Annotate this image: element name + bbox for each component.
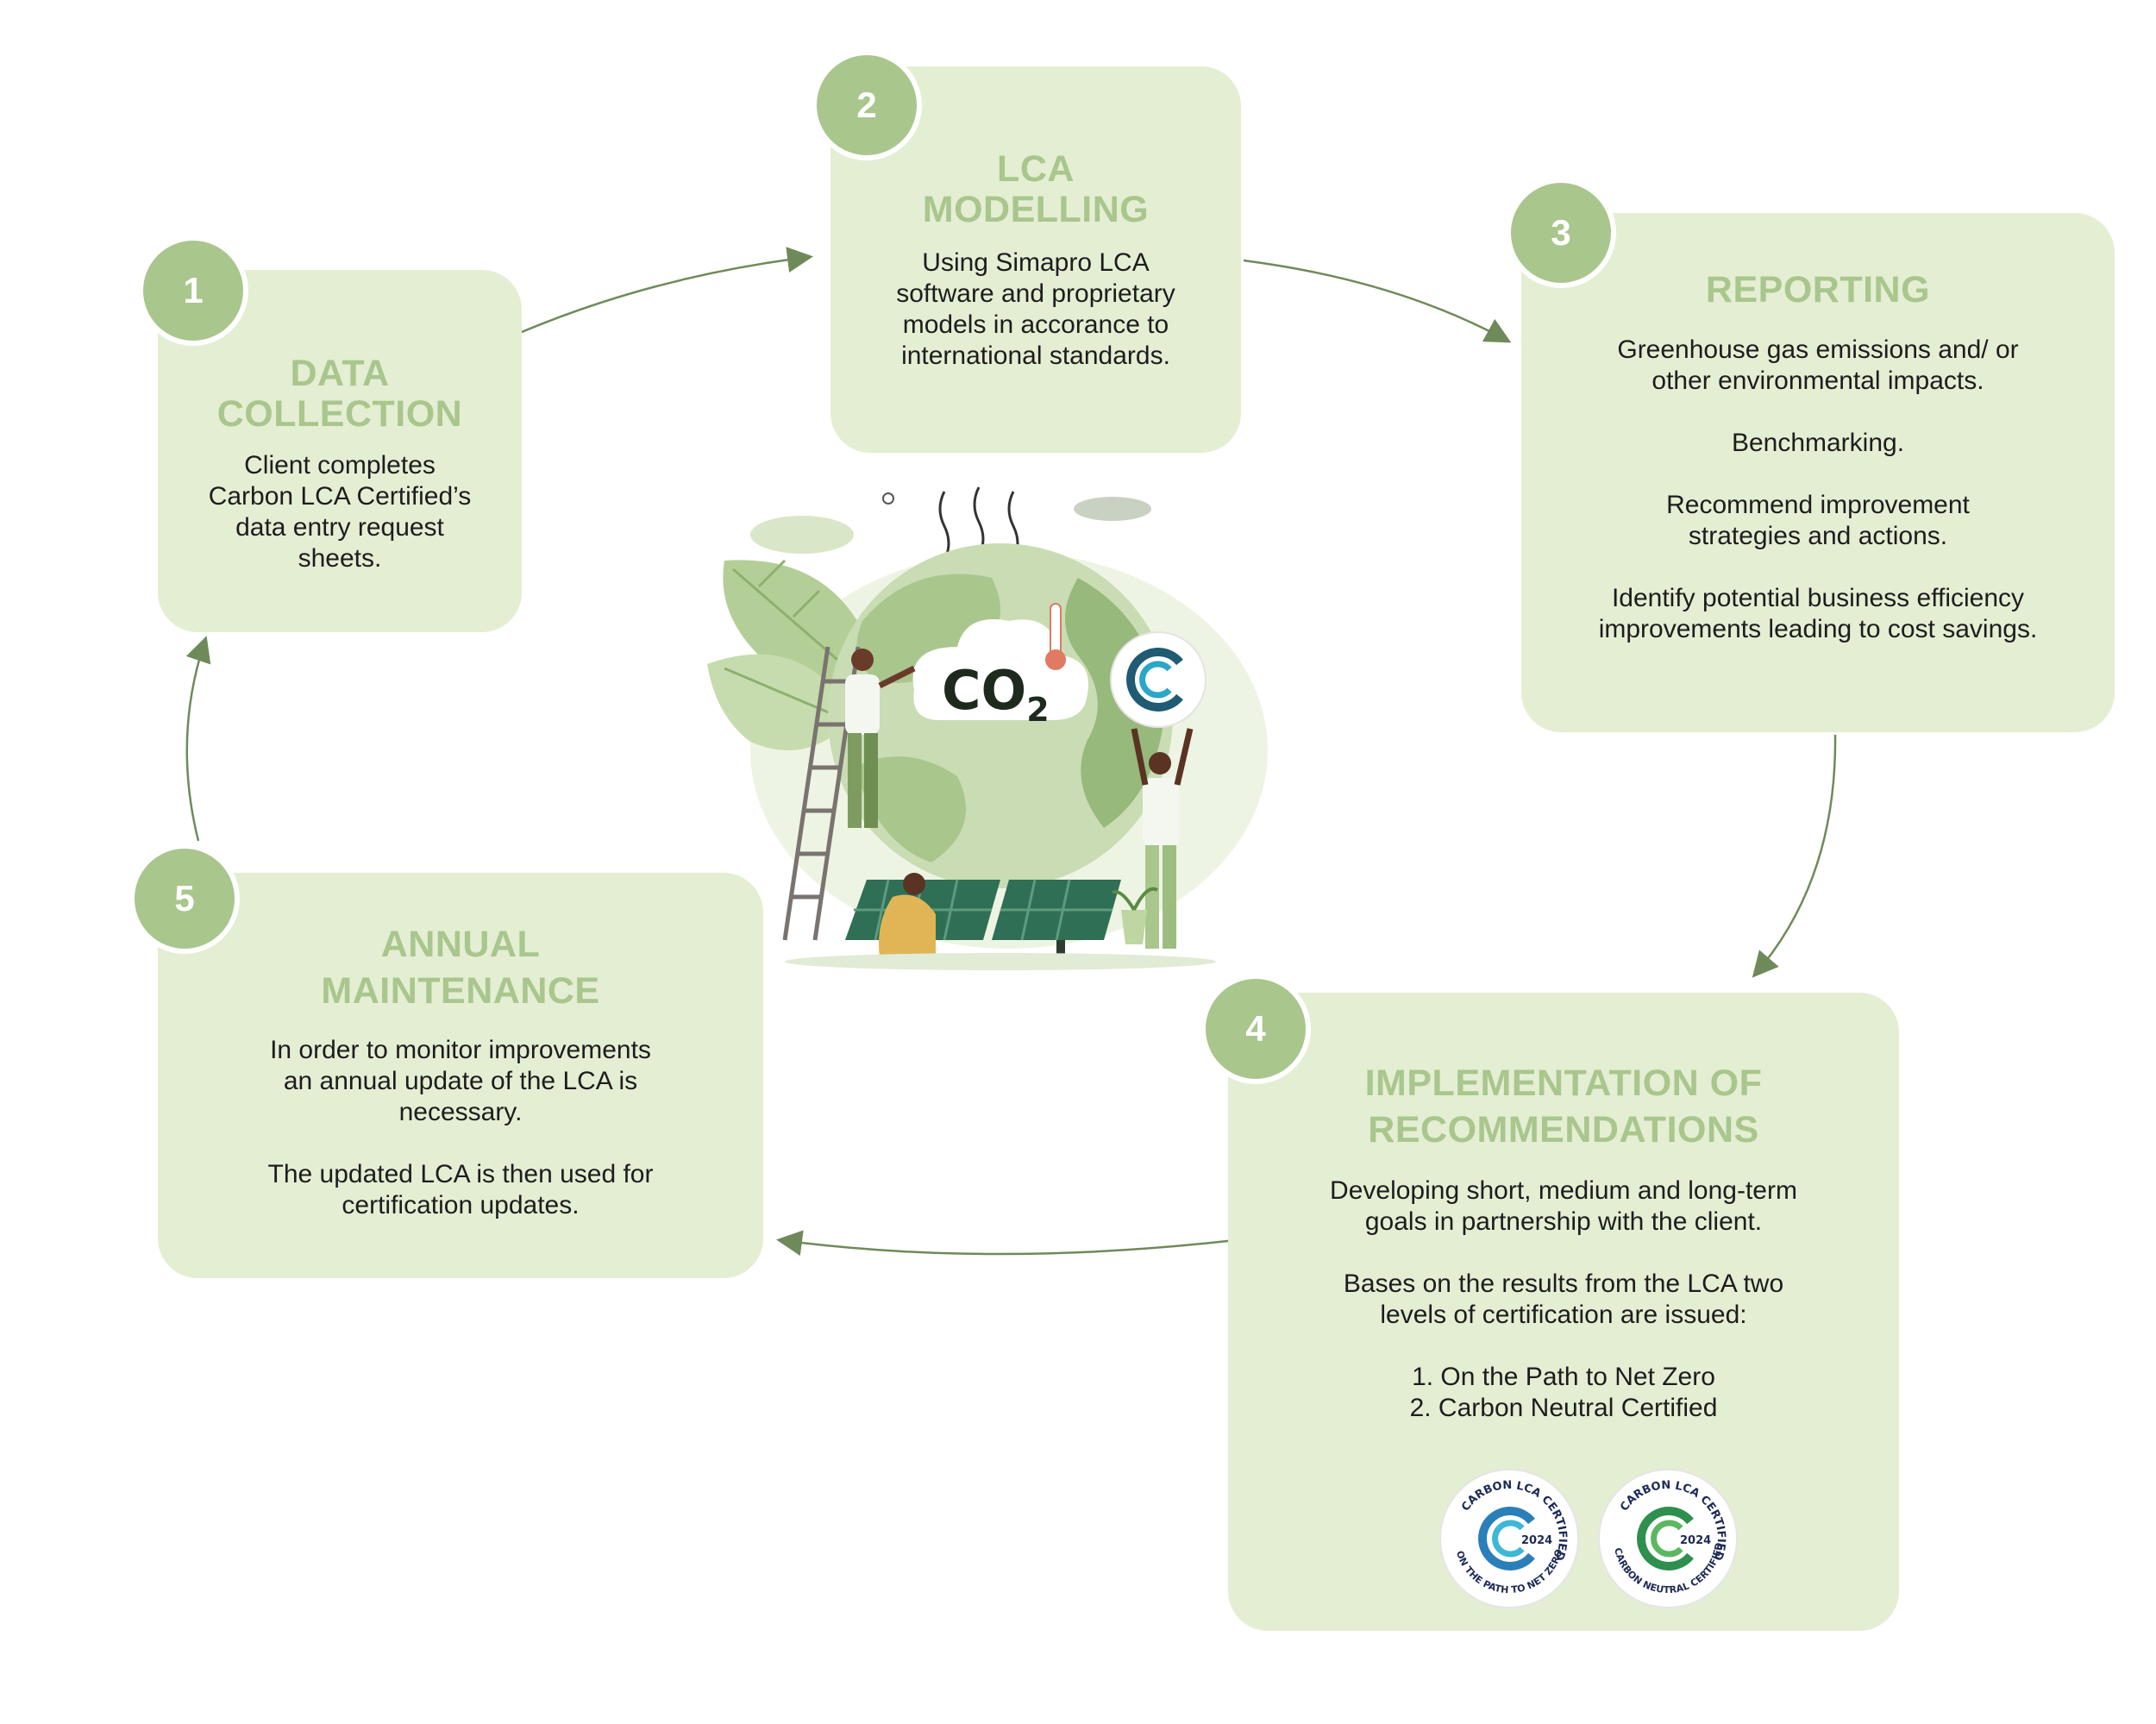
step-description: Developing short, medium and long-term g…	[1330, 1175, 1797, 1424]
arrow-2-to-3	[1243, 259, 1512, 343]
carbon-neutral-badge-icon: CARBON LCA CERTIFIED CARBON NEUTRAL CERT…	[1598, 1469, 1738, 1608]
step-description: Client completes Carbon LCA Certified’s …	[208, 451, 472, 573]
maintenance-monitor: In order to monitor improvements an annu…	[270, 1036, 651, 1126]
step-title: ANNUAL MAINTENANCE	[321, 924, 600, 1012]
step-description: Greenhouse gas emissions and/ or other e…	[1599, 335, 2038, 645]
step-title: LCA MODELLING	[922, 148, 1150, 230]
svg-text:2024: 2024	[1521, 1534, 1552, 1547]
co2-cloud-icon	[912, 619, 1088, 720]
step-number-badge-5: 5	[129, 843, 240, 954]
implementation-levels: Bases on the results from the LCA two le…	[1343, 1269, 1784, 1329]
step-card-annual-maintenance: ANNUAL MAINTENANCE In order to monitor i…	[158, 873, 763, 1278]
step-description: Using Simapro LCA software and proprieta…	[896, 248, 1175, 370]
implementation-list: 1. On the Path to Net Zero 2. Carbon Neu…	[1409, 1363, 1718, 1422]
implementation-goals: Developing short, medium and long-term g…	[1330, 1176, 1797, 1236]
svg-text:2024: 2024	[1680, 1534, 1711, 1547]
person-icon	[1143, 778, 1179, 847]
step-number-badge-1: 1	[138, 235, 248, 346]
arrow-1-to-2	[521, 247, 813, 334]
maintenance-updates: The updated LCA is then used for certifi…	[267, 1160, 654, 1219]
arrow-5-to-1	[185, 636, 211, 842]
bubble-icon	[882, 492, 894, 505]
reporting-benchmarking: Benchmarking.	[1731, 429, 1905, 457]
reporting-recommend: Recommend improvement strategies and act…	[1666, 491, 1970, 550]
reporting-emissions: Greenhouse gas emissions and/ or other e…	[1617, 335, 2019, 395]
step-number-badge-4: 4	[1200, 974, 1311, 1084]
person-icon	[845, 674, 880, 735]
ladder-icon	[782, 646, 861, 941]
earth-co2-illustration: CO2	[707, 486, 1268, 970]
step-number-badge-2: 2	[812, 50, 922, 160]
step-title: REPORTING	[1705, 269, 1931, 310]
step-title: DATA COLLECTION	[216, 353, 463, 435]
cloud-icon	[1074, 497, 1151, 521]
person-icon	[879, 894, 936, 957]
step-title: IMPLEMENTATION OF RECOMMENDATIONS	[1364, 1063, 1763, 1150]
on-path-net-zero-badge-icon: CARBON LCA CERTIFIED ON THE PATH TO NET …	[1439, 1469, 1579, 1608]
step-card-reporting: REPORTING Greenhouse gas emissions and/ …	[1521, 213, 2115, 732]
step-card-implementation: IMPLEMENTATION OF RECOMMENDATIONS Develo…	[1228, 993, 1899, 1631]
step-description: In order to monitor improvements an annu…	[268, 1035, 654, 1221]
cloud-icon	[750, 516, 854, 554]
plant-icon	[1121, 910, 1147, 944]
co2-label: CO2	[942, 659, 1050, 729]
carbon-seal-icon	[1110, 631, 1206, 728]
arrow-3-to-4	[1752, 734, 1837, 978]
thermometer-icon	[1050, 603, 1062, 656]
reporting-efficiency: Identify potential business efficiency i…	[1598, 584, 2038, 643]
step-number-badge-3: 3	[1506, 178, 1616, 288]
arrow-4-to-5	[776, 1230, 1236, 1257]
